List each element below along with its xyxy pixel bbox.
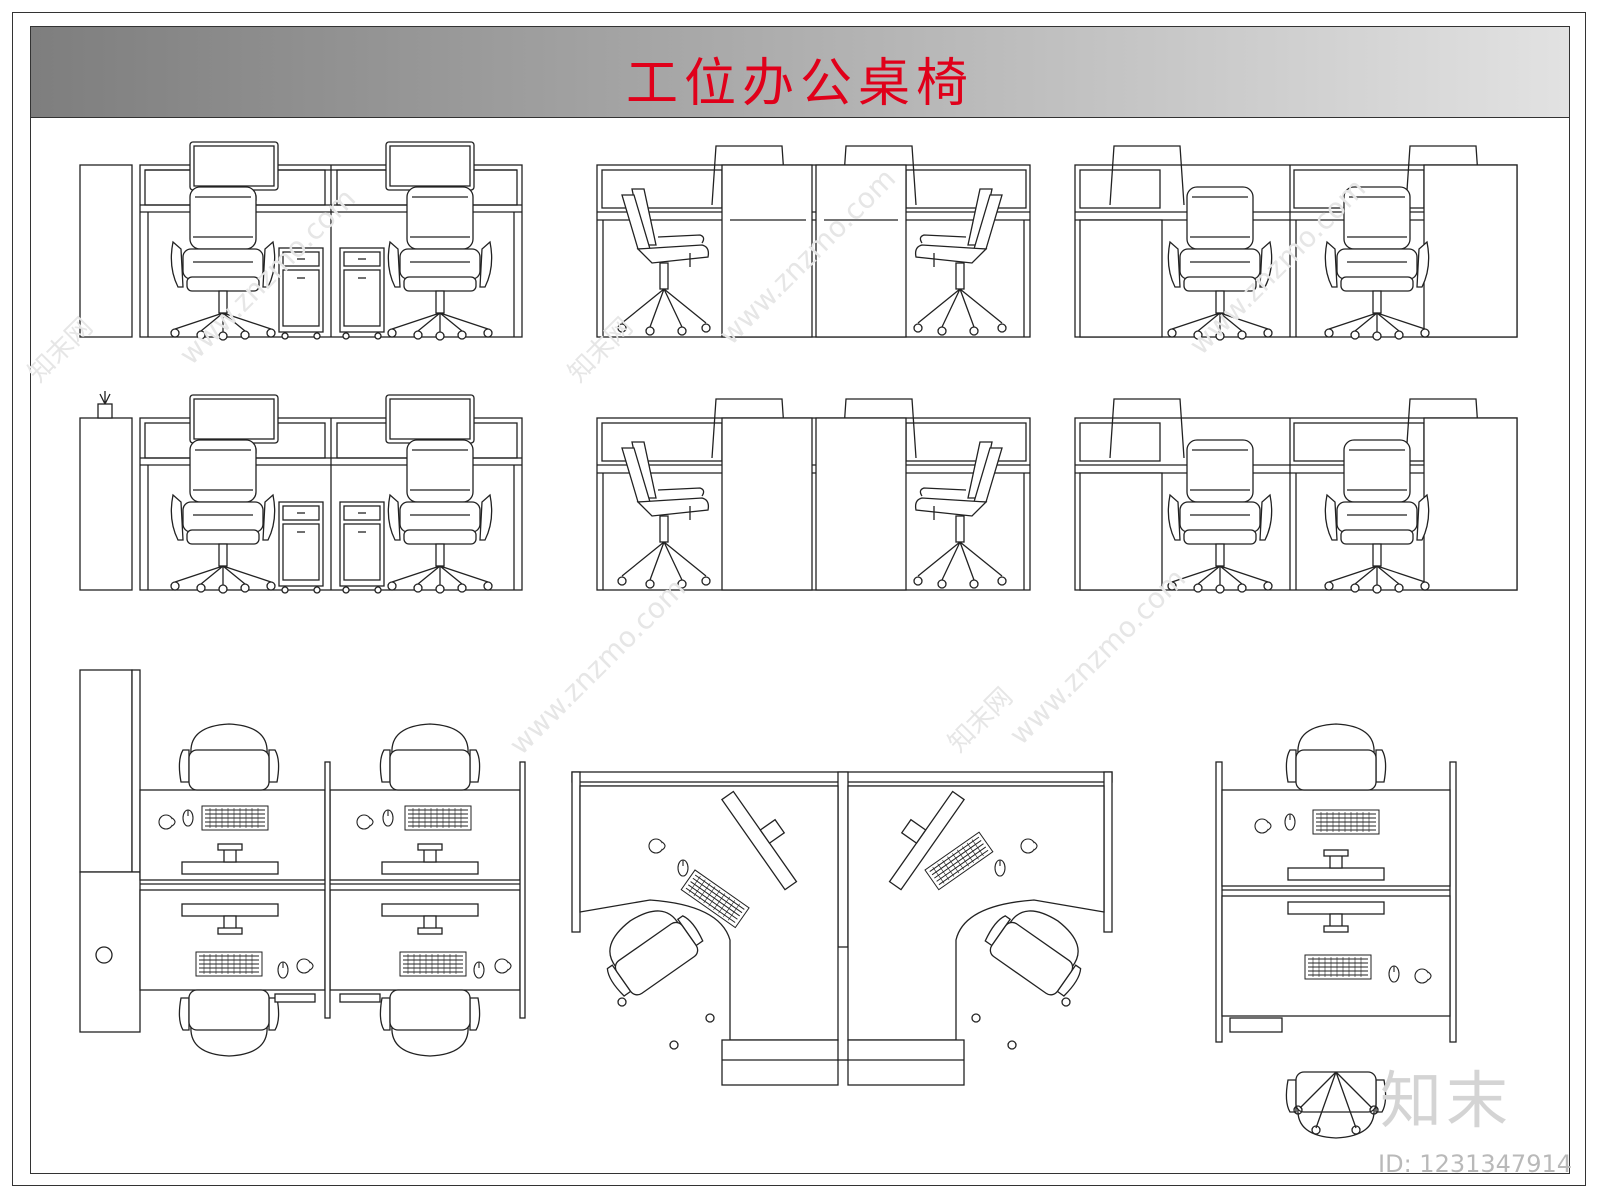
elevation-4 [79,391,523,594]
page-title: 工位办公桌椅 [625,54,974,114]
elevation-1 [79,141,523,341]
image-id: ID: 1231347914 [1378,1150,1572,1178]
elevation-2 [596,145,1031,338]
title-bar: 工位办公桌椅 [31,27,1569,118]
watermark-brand: 知末 [1379,1064,1512,1137]
elevation-6 [1074,398,1518,594]
elevation-5 [596,398,1031,591]
plan-angled-pair [571,771,1113,1086]
elevation-3 [1074,145,1518,341]
outer-border [12,12,1586,1186]
plan-four-desk [79,669,526,1057]
inner-border [30,26,1570,1174]
plan-single [1215,723,1457,1139]
